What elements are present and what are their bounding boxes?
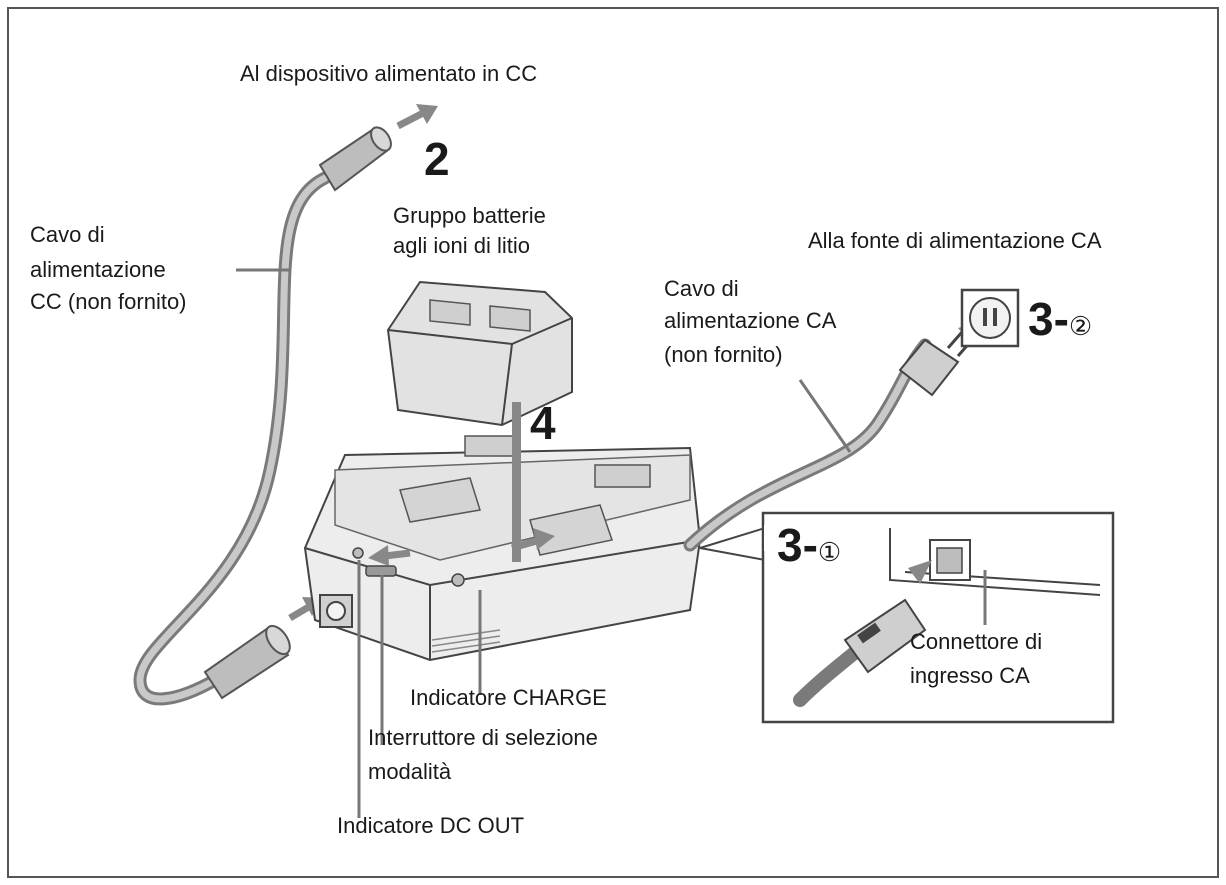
dc-connector-top (318, 126, 392, 192)
label-ac-input-line1: Connettore di (910, 629, 1043, 654)
step-4: 4 (530, 397, 556, 449)
arrow-ac-inset (908, 560, 932, 584)
label-dc-cable-line3: CC (non fornito) (30, 289, 187, 314)
step-3-2-circled: ② (1068, 311, 1093, 341)
arrow-dc-device (396, 108, 427, 130)
battery-pack (386, 280, 573, 427)
step-3-1-number: 3- (777, 519, 818, 571)
wall-outlet (960, 288, 1020, 348)
label-mode-switch-line2: modalità (368, 759, 452, 784)
label-dc-out-indicator: Indicatore DC OUT (337, 813, 525, 838)
label-charge-indicator: Indicatore CHARGE (410, 685, 607, 710)
step-3-2-number: 3- (1028, 293, 1069, 345)
arrow-battery-insert (512, 402, 521, 562)
label-ac-input-line2: ingresso CA (910, 663, 1030, 688)
inset-box (699, 511, 1115, 724)
label-dc-device: Al dispositivo alimentato in CC (240, 61, 538, 86)
label-battery-line1: Gruppo batterie (393, 203, 546, 228)
step-3-1: 3-① (777, 520, 841, 577)
label-dc-cable-line1: Cavo di (30, 222, 105, 247)
label-mode-switch-line1: Interruttore di selezione (368, 725, 598, 750)
ac-plug (898, 331, 974, 397)
label-battery-line2: agli ioni di litio (393, 233, 530, 258)
arrow-switch (384, 549, 411, 560)
charger-body (303, 435, 702, 662)
step-3-1-circled: ① (817, 537, 842, 567)
step-3-2: 3-② (1028, 294, 1092, 351)
label-ac-source: Alla fonte di alimentazione CA (808, 228, 1102, 253)
dc-cable (133, 171, 332, 706)
frame-border (7, 7, 1219, 878)
label-ac-cable-line2: alimentazione CA (664, 308, 837, 333)
label-dc-cable-line2: alimentazione (30, 257, 166, 282)
label-ac-cable-line1: Cavo di (664, 276, 739, 301)
step-2: 2 (424, 133, 450, 185)
label-ac-cable-line3: (non fornito) (664, 342, 783, 367)
dc-connector-bottom (203, 624, 291, 700)
